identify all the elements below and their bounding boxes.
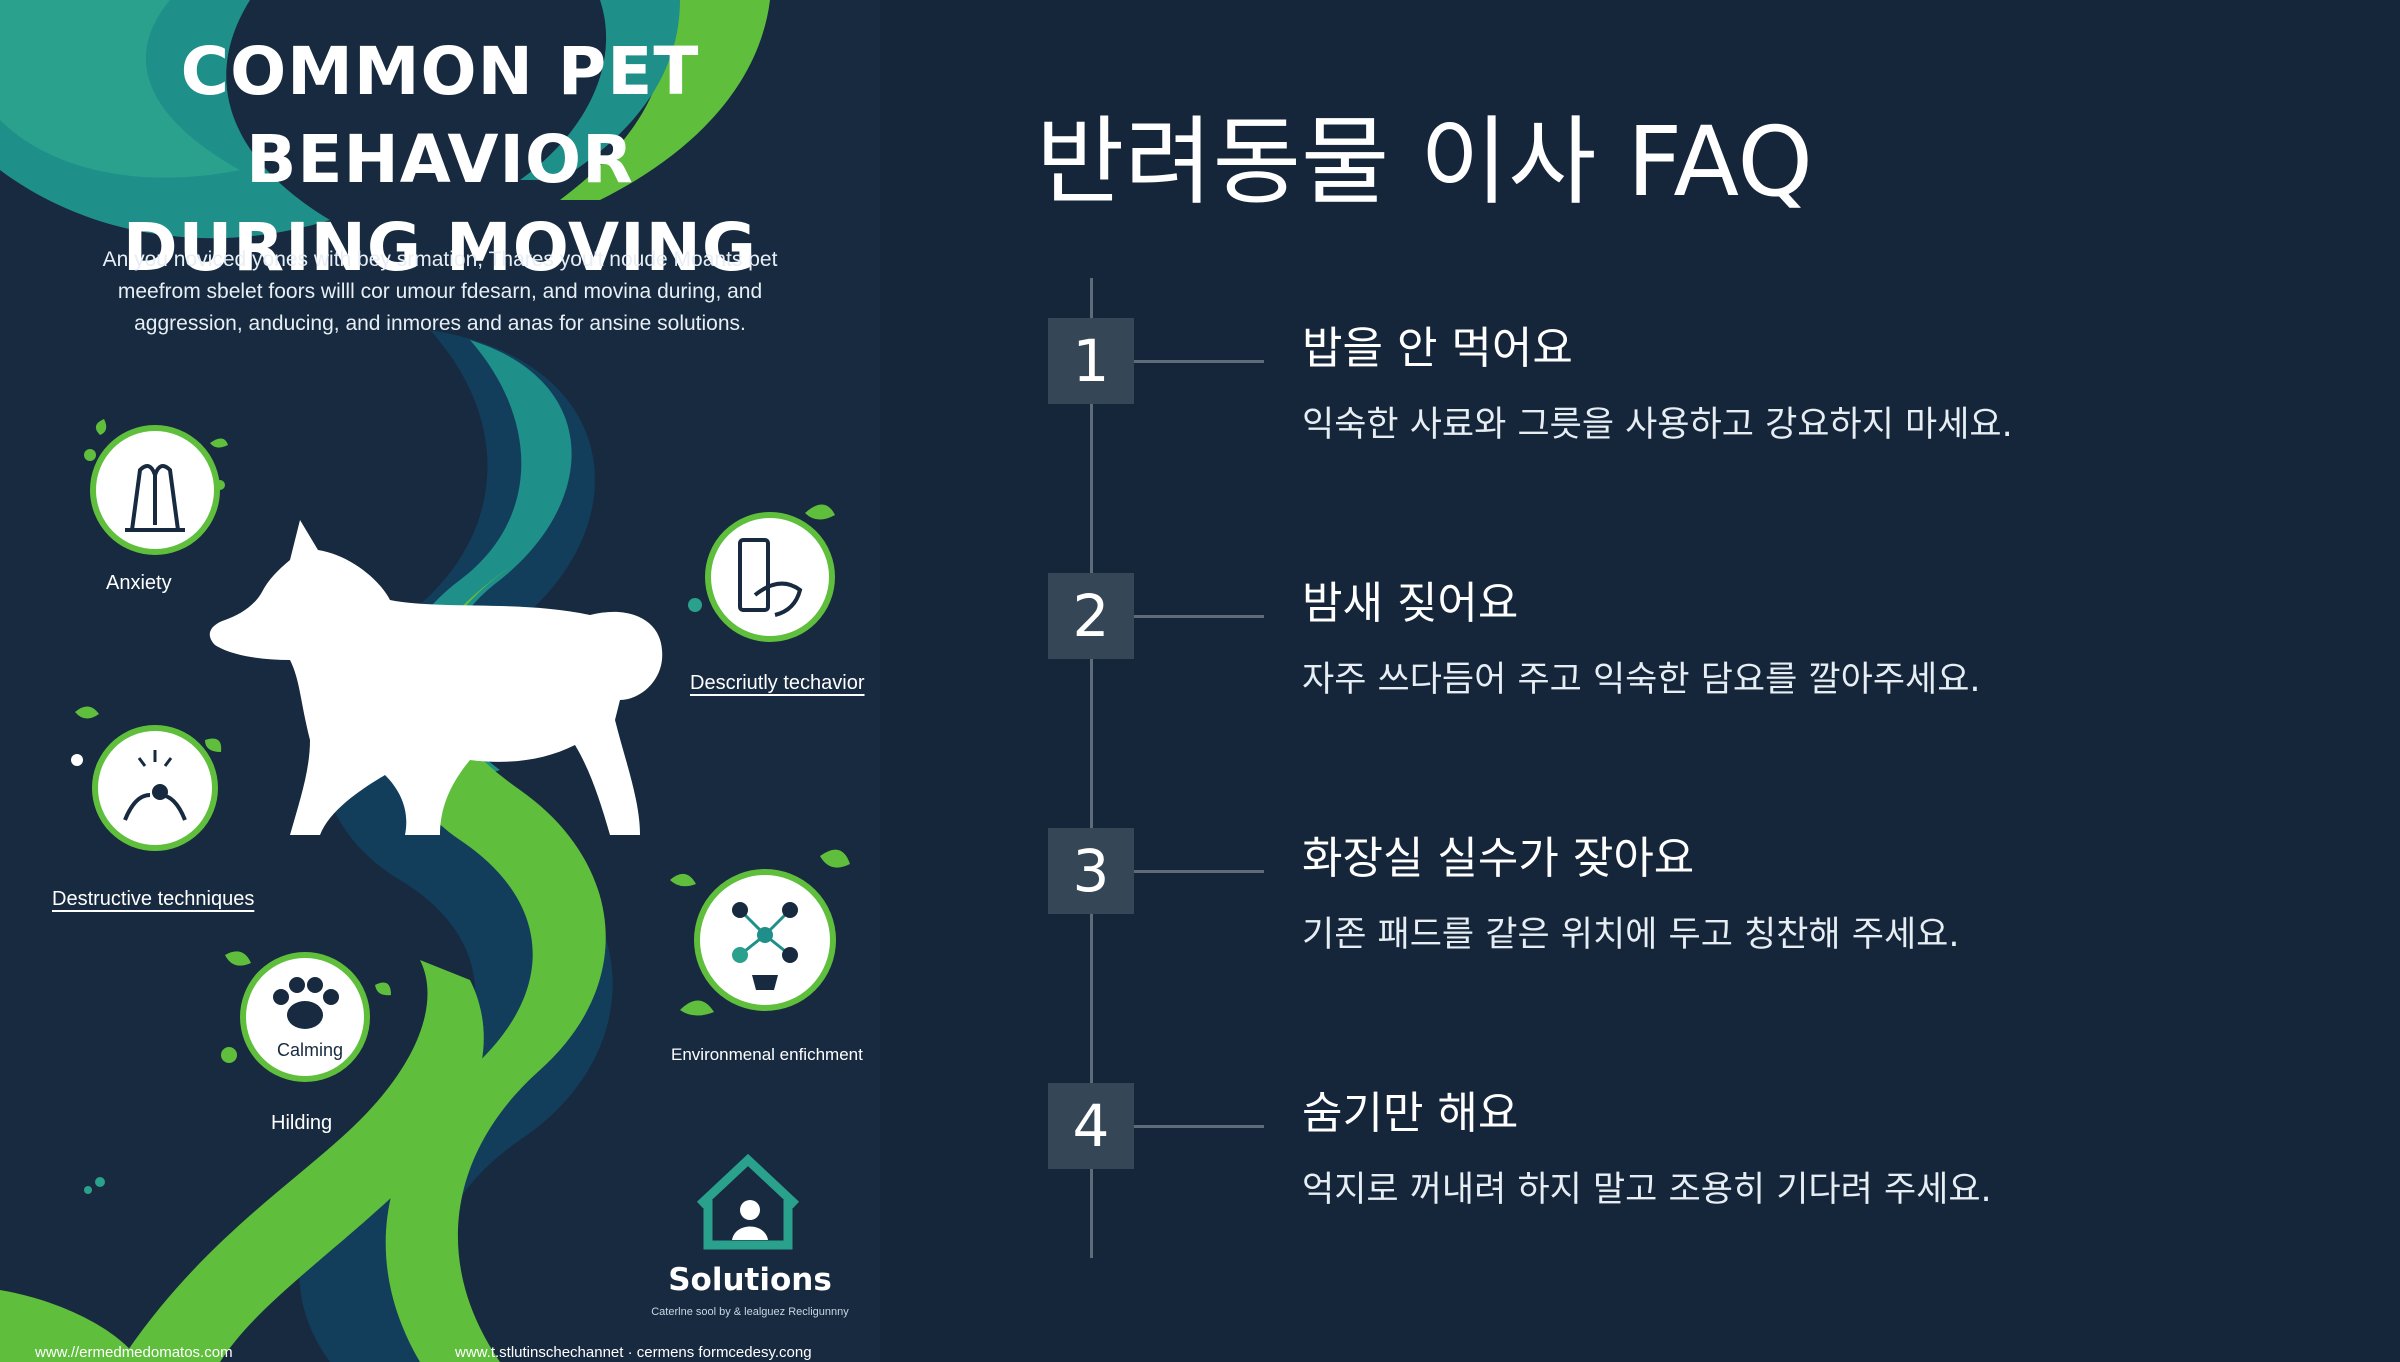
faq-number-badge: 1 — [1048, 318, 1134, 404]
hiding-label: Hilding — [271, 1112, 333, 1134]
footer-url-right[interactable]: www.t.stlutinschechannet · cermens formc… — [455, 1344, 812, 1361]
solutions-subtitle: Caterlne sool by & lealguez Recligunnny — [651, 1306, 849, 1318]
faq-connector — [1134, 1125, 1264, 1128]
dog-silhouette-icon — [209, 520, 663, 835]
solutions-title: Solutions — [668, 1262, 832, 1298]
faq-item-3: 3 화장실 실수가 잦아요 기존 패드를 같은 위치에 두고 칭찬해 주세요. — [0, 0, 2400, 955]
poster-title: Common Pet Behavior During Moving — [0, 28, 880, 292]
environmental-enrichment-label: Environmenal enfichment — [671, 1045, 863, 1064]
faq-title: 반려동물 이사 FAQ — [1036, 106, 1813, 218]
faq-item-4: 4 숨기만 해요 억지로 꺼내려 하지 말고 조용히 기다려 주세요. — [0, 0, 2400, 1210]
poster-title-line1: Common Pet Behavior — [180, 33, 700, 198]
descriutly-techavior-badge — [685, 495, 845, 659]
calming-label: Calming — [277, 1040, 344, 1060]
paw-icon — [221, 951, 391, 1082]
faq-item-1: 1 밥을 안 먹어요 익숙한 사료와 그릇을 사용하고 강요하지 마세요. — [0, 0, 2400, 445]
anxiety-label: Anxiety — [106, 572, 172, 594]
faq-connector — [1134, 360, 1264, 363]
faq-connector — [1134, 870, 1264, 873]
faq-item-2: 2 밤새 짖어요 자주 쓰다듬어 주고 익숙한 담요를 깔아주세요. — [0, 0, 2400, 700]
pet-behavior-poster: Common Pet Behavior During Moving An you… — [0, 0, 880, 1362]
plant-network-icon — [670, 849, 850, 1016]
footer-url-left[interactable]: www.//ermedmedomatos.com — [35, 1344, 233, 1361]
destructive-techniques-badge — [65, 700, 225, 864]
poster-wave-background — [0, 0, 800, 1362]
faq-question: 숨기만 해요 — [1302, 1088, 1519, 1139]
faq-answer: 억지로 꺼내려 하지 말고 조용히 기다려 주세요. — [1302, 1170, 1992, 1210]
faq-answer: 자주 쓰다듬어 주고 익숙한 담요를 깔아주세요. — [1302, 660, 1981, 700]
faq-number-badge: 2 — [1048, 573, 1134, 659]
calming-badge — [215, 945, 395, 1099]
faq-number-badge: 3 — [1048, 828, 1134, 914]
faq-number-badge: 4 — [1048, 1083, 1134, 1169]
faq-question: 화장실 실수가 잦아요 — [1302, 833, 1695, 884]
faq-answer: 기존 패드를 같은 위치에 두고 칭찬해 주세요. — [1302, 915, 1960, 955]
praying-hands-icon — [84, 419, 228, 555]
descriutly-techavior-label: Descriutly techavior — [690, 672, 865, 694]
hand-door-icon — [688, 504, 835, 642]
faq-answer: 익숙한 사료와 그릇을 사용하고 강요하지 마세요. — [1302, 405, 2013, 445]
house-hiding-icon — [696, 1153, 800, 1250]
faq-connector — [1134, 615, 1264, 618]
poster-title-line2: During Moving — [122, 209, 758, 286]
timeline-line — [1090, 278, 1093, 1258]
environmental-enrichment-badge — [670, 840, 860, 1034]
faq-question: 밥을 안 먹어요 — [1302, 323, 1573, 374]
faq-question: 밤새 짖어요 — [1302, 578, 1519, 629]
poster-intro-text: An you noviced yones with bey srmation, … — [102, 248, 778, 335]
destructive-techniques-label: Destructive techniques — [52, 888, 255, 910]
anxiety-badge — [80, 415, 230, 569]
hands-sparkle-icon — [71, 706, 222, 851]
